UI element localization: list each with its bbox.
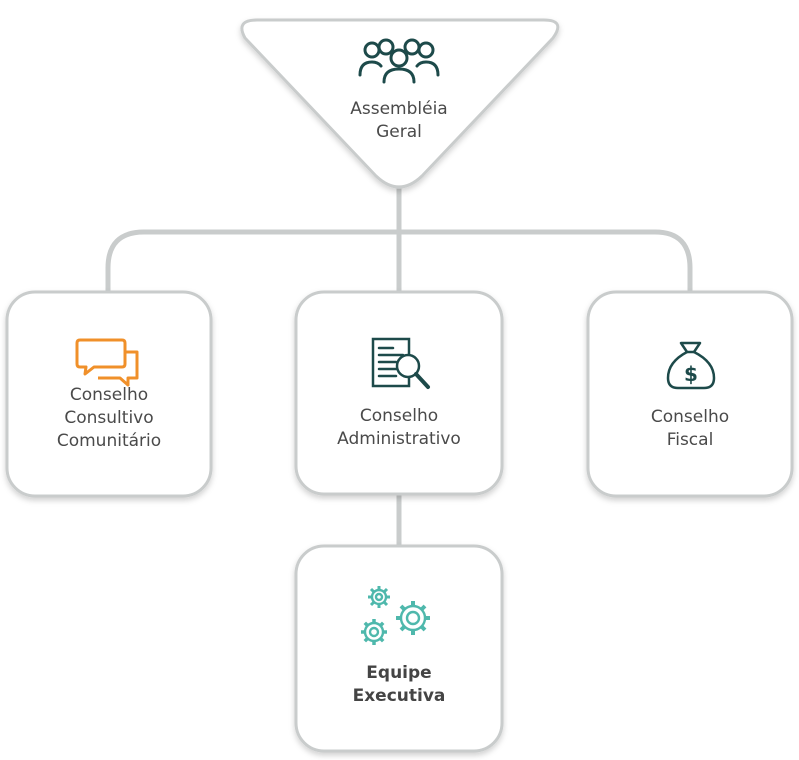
conselho-consultivo-line-2: Consultivo xyxy=(64,408,154,428)
money-bag-icon: $ xyxy=(666,341,716,390)
conselho-consultivo-line-3: Comunitário xyxy=(56,431,162,451)
conselho-fiscal-label: Conselho Fiscal xyxy=(608,406,772,452)
assembleia-geral-line-2: Geral xyxy=(376,122,422,142)
node-assembleia-geral xyxy=(240,18,560,189)
equipe-executiva-line-1: Equipe xyxy=(366,663,432,683)
conselho-fiscal-line-1: Conselho xyxy=(650,407,730,427)
node-equipe-executiva xyxy=(294,544,504,753)
gears-icon xyxy=(361,586,430,645)
node-conselho-administrativo xyxy=(294,290,504,496)
connector-lines xyxy=(105,185,693,551)
document-search-icon xyxy=(371,337,430,389)
conselho-administrativo-line-2: Administrativo xyxy=(337,429,461,449)
equipe-executiva-line-2: Executiva xyxy=(352,686,446,706)
chat-bubbles-icon xyxy=(75,338,139,387)
conselho-consultivo-label: Conselho Consultivo Comunitário xyxy=(27,384,191,453)
conselho-administrativo-line-1: Conselho xyxy=(359,406,439,426)
conselho-fiscal-line-2: Fiscal xyxy=(666,430,714,450)
equipe-executiva-label: Equipe Executiva xyxy=(319,662,479,708)
people-group-icon xyxy=(358,38,440,84)
node-conselho-consultivo xyxy=(5,290,213,498)
assembleia-geral-label: Assembléia Geral xyxy=(319,98,479,144)
conselho-administrativo-label: Conselho Administrativo xyxy=(309,405,489,451)
conselho-consultivo-line-1: Conselho xyxy=(69,385,149,405)
assembleia-geral-line-1: Assembléia xyxy=(350,99,448,119)
node-conselho-fiscal xyxy=(586,290,794,498)
svg-text:$: $ xyxy=(684,362,698,386)
